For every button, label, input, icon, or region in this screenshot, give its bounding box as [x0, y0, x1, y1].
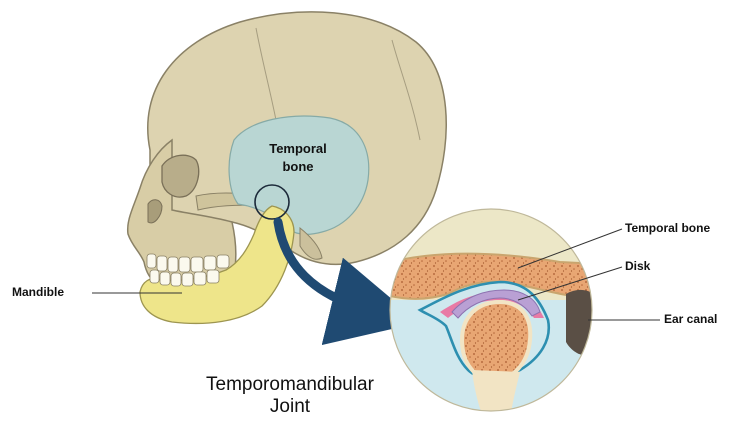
diagram-caption: Temporomandibular Joint	[190, 374, 390, 418]
eye-orbit	[162, 155, 199, 197]
temporal-bone-label-line1: Temporal	[258, 140, 338, 158]
temporal-bone-label-line2: bone	[258, 158, 338, 176]
mandible-label: Mandible	[12, 285, 64, 299]
ear-canal-label: Ear canal	[664, 312, 717, 326]
caption-line1: Temporomandibular	[190, 374, 390, 396]
disk-label: Disk	[625, 259, 650, 273]
inset-condyle-neck	[472, 370, 520, 420]
temporal-bone-label: Temporal bone	[258, 140, 338, 176]
inset-mandibular-condyle	[462, 302, 530, 380]
caption-line2: Joint	[190, 396, 390, 418]
inset-temporal-bone-label: Temporal bone	[625, 221, 710, 235]
inset-ear-canal	[566, 290, 600, 356]
tmj-inset	[380, 209, 610, 420]
